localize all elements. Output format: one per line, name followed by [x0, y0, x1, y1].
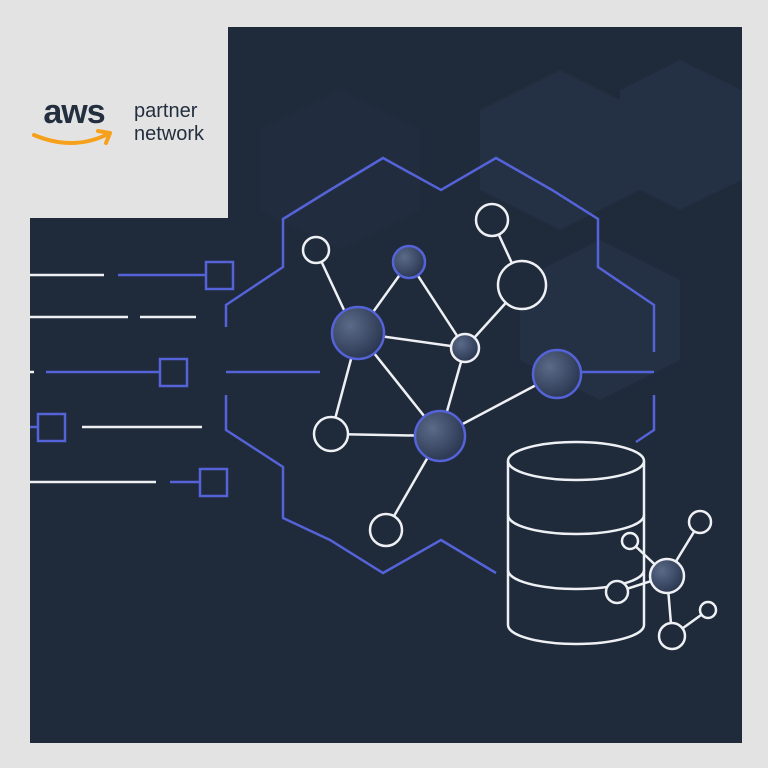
partner-network-text: partner network — [134, 100, 204, 146]
network-node — [496, 259, 548, 311]
network-node — [330, 305, 386, 361]
network-node — [474, 202, 510, 238]
network-node — [391, 244, 427, 280]
network-nodes — [301, 202, 583, 548]
small-graph-icon — [604, 509, 718, 651]
network-node — [531, 348, 583, 400]
network-node — [368, 512, 404, 548]
data-stream-icon — [30, 260, 235, 498]
aws-wordmark: aws — [43, 93, 105, 131]
hexagon-network-icon — [224, 156, 656, 575]
network-node — [312, 415, 350, 453]
network-node — [301, 235, 331, 265]
partner-label: partner — [134, 100, 198, 122]
network-label: network — [134, 123, 205, 145]
network-node — [413, 409, 467, 463]
network-node — [449, 332, 481, 364]
aws-partner-network-logo: aws partner network — [30, 27, 228, 218]
background-hexagons — [260, 60, 742, 400]
amazon-smile-icon — [32, 129, 112, 145]
